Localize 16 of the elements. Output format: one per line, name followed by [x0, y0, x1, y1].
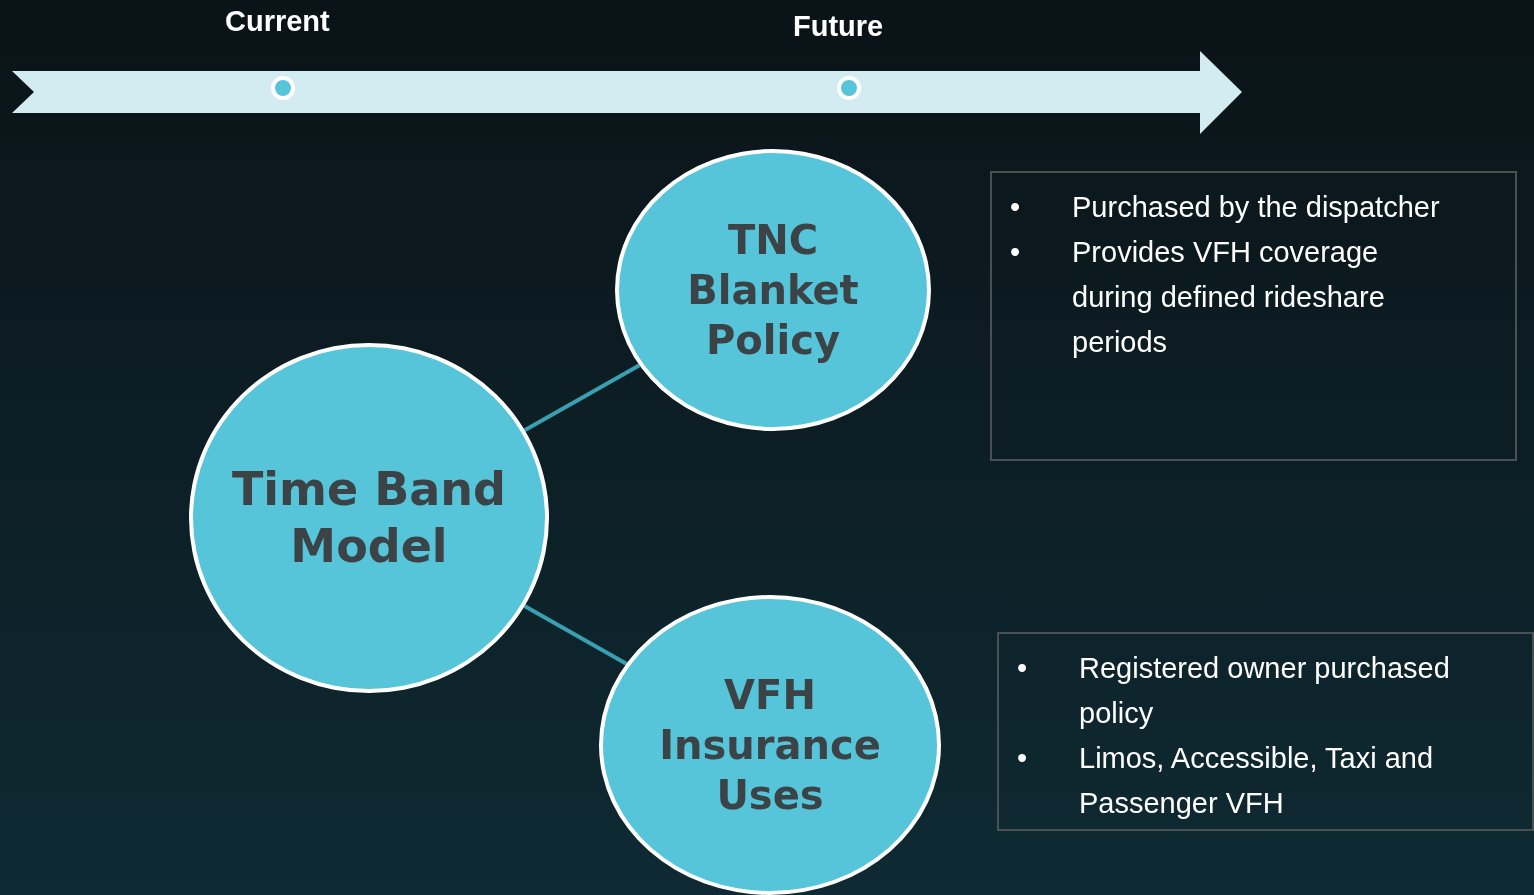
bullet-marker: • — [1010, 190, 1021, 225]
timeline-label: Current — [225, 5, 330, 38]
connector-line — [523, 363, 641, 432]
bullet-marker: • — [1017, 651, 1028, 686]
timeline-label: Future — [793, 10, 884, 43]
bullet-marker: • — [1017, 740, 1028, 776]
bullet-text: Limos, Accessible, Taxi and Passenger VFH — [1079, 740, 1435, 821]
bullet-text: Registered owner purchased policy — [1079, 651, 1451, 731]
circle-title: Time Band Model — [230, 460, 508, 575]
bullet-text: Provides VFH coverage during defined rideshare periods — [1072, 234, 1386, 360]
circle-title: VFH Insurance Uses — [658, 671, 882, 820]
note-box — [990, 171, 1517, 461]
bullet-text: Purchased by the dispatcher — [1072, 190, 1440, 225]
note-box — [997, 632, 1534, 831]
bullet-marker: • — [1010, 234, 1021, 270]
circle-title: TNC Blanket Policy — [686, 216, 860, 365]
